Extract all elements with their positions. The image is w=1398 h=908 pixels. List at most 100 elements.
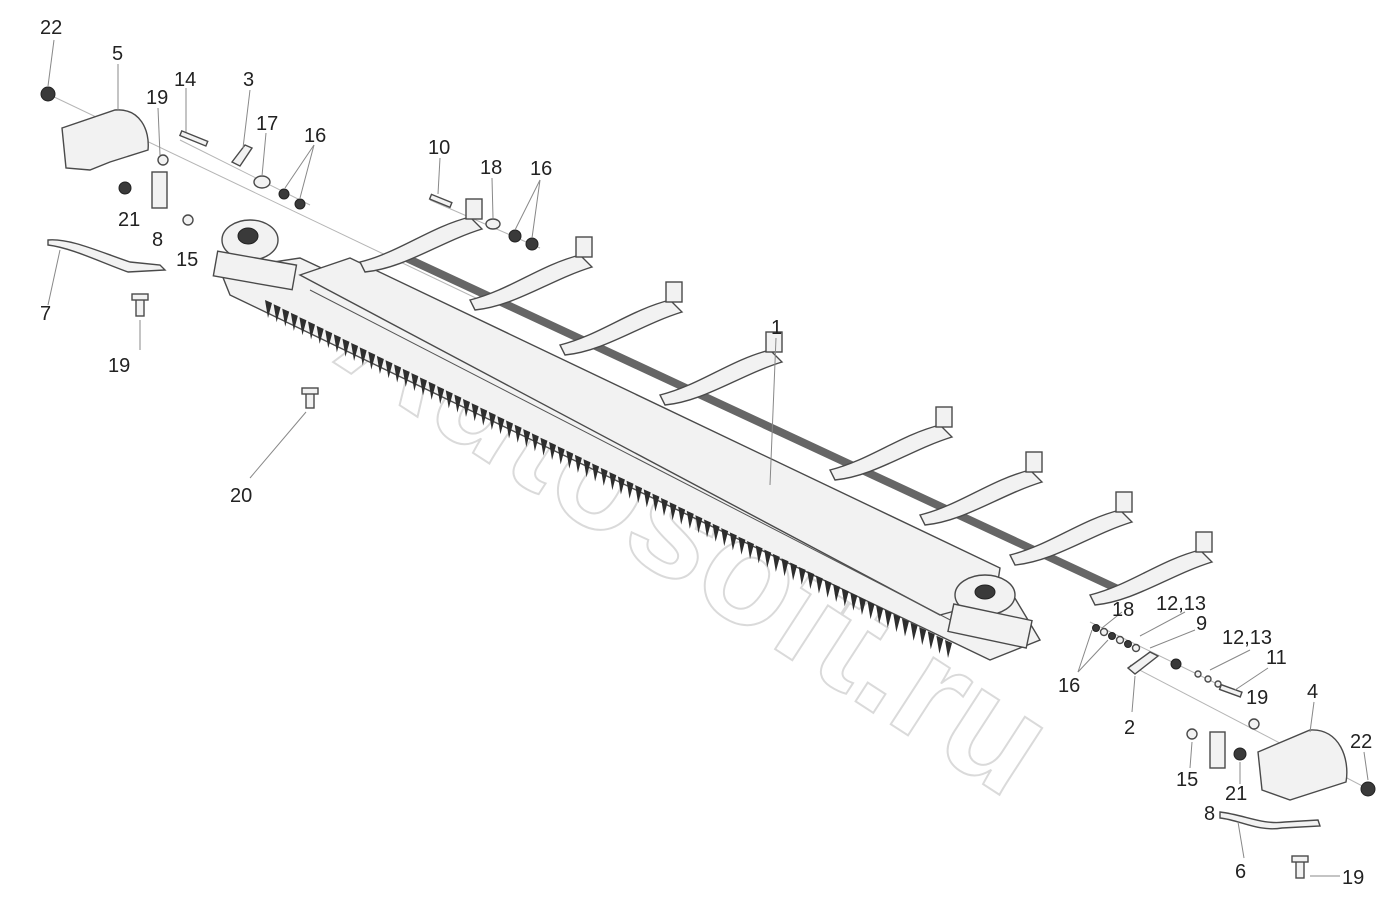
cutter-bar-assembly [212, 198, 1214, 661]
knife-tooth [833, 584, 841, 603]
plate-8-right [1209, 731, 1226, 769]
knife-tooth [514, 424, 522, 443]
callout-6: 6 [1235, 861, 1246, 883]
knife-tooth [695, 515, 703, 534]
bolt-20 [301, 387, 319, 409]
assembly-axis-bolt-10 [429, 199, 541, 249]
support-arm [558, 299, 684, 356]
callout-8-left: 8 [152, 229, 163, 251]
knife-tooth [290, 312, 298, 331]
knife-tooth [506, 420, 514, 439]
support-arm [828, 424, 954, 481]
washer-small [1108, 632, 1116, 640]
arm-head [665, 281, 683, 303]
knife-tooth [394, 364, 402, 383]
knife-tooth [781, 558, 789, 577]
arm-head [1025, 451, 1043, 473]
knife-tooth [678, 506, 686, 525]
support-arm [1088, 549, 1214, 606]
callout-1: 1 [771, 317, 782, 339]
knife-tooth [592, 463, 600, 482]
knife-tooth [712, 523, 720, 542]
knife-tooth [333, 334, 341, 353]
callout-19-top-left: 19 [146, 87, 168, 109]
arm-head [1115, 491, 1133, 513]
knife-tooth [772, 553, 780, 572]
callout-7: 7 [40, 303, 51, 325]
bracket-3 [230, 144, 254, 167]
callout-4: 4 [1307, 681, 1318, 703]
knife-tooth [488, 411, 496, 430]
callout-20: 20 [230, 485, 252, 507]
washer-small [1099, 627, 1109, 637]
knife-tooth [910, 622, 918, 641]
cover-4 [1257, 729, 1348, 801]
callout-14: 14 [174, 69, 196, 91]
callout-16-mid: 16 [530, 158, 552, 180]
knife-tooth [497, 416, 505, 435]
arm-head [465, 198, 483, 220]
knife-tooth [428, 381, 436, 400]
washer-18-top [485, 218, 501, 230]
washer-small [1131, 643, 1141, 653]
bolt-19-right-top [1248, 718, 1260, 730]
washer-small [1124, 640, 1132, 648]
divider-rod-6 [1219, 811, 1321, 830]
knife-tooth [523, 429, 531, 448]
callout-8-right: 8 [1204, 803, 1215, 825]
callout-19-left: 19 [108, 355, 130, 377]
knife-tooth [462, 398, 470, 417]
callout-15-left: 15 [176, 249, 198, 271]
knife-tooth [282, 308, 290, 327]
callout-9: 9 [1196, 613, 1207, 635]
bolt-10 [428, 193, 453, 209]
knife-tooth [454, 394, 462, 413]
knife-tooth [858, 596, 866, 615]
knife-tooth [583, 459, 591, 478]
leader-lines [47, 39, 1369, 877]
knife-tooth [445, 390, 453, 409]
knife-tooth [411, 373, 419, 392]
callout-15-right: 15 [1176, 769, 1198, 791]
knife-tooth [884, 609, 892, 628]
callout-3: 3 [243, 69, 254, 91]
knife-tooth [316, 325, 324, 344]
callout-16-right: 16 [1058, 675, 1080, 697]
support-arm [658, 349, 784, 406]
callout-5: 5 [112, 43, 123, 65]
knife-tooth [540, 437, 548, 456]
cover-5 [61, 109, 149, 171]
knife-tooth [566, 450, 574, 469]
knife-tooth [609, 472, 617, 491]
knife-tooth [893, 614, 901, 633]
arm-head [935, 406, 953, 428]
callout-18-top: 18 [480, 157, 502, 179]
callout-22-left: 22 [40, 17, 62, 39]
knife-tooth [798, 566, 806, 585]
knife-tooth [385, 360, 393, 379]
arm-head [575, 236, 593, 258]
callout-17: 17 [256, 113, 278, 135]
knife-tooth [419, 377, 427, 396]
knife-tooth [807, 571, 815, 590]
knife-tooth [368, 351, 376, 370]
knife-tooth [325, 330, 333, 349]
support-arm [918, 469, 1044, 526]
nut-21-right [1233, 747, 1247, 761]
knife-tooth [755, 545, 763, 564]
callout-12-13-lower: 12,13 [1222, 627, 1272, 649]
nut-16-mid-a [508, 229, 522, 243]
knife-tooth [945, 640, 952, 658]
knife-tooth [480, 407, 488, 426]
nut-16-top-a [278, 188, 290, 200]
knife-tooth [437, 386, 445, 405]
knife-tooth [686, 510, 694, 529]
callout-18-right: 18 [1112, 599, 1134, 621]
callout-16-top: 16 [304, 125, 326, 147]
support-tube [396, 251, 1124, 594]
bolt-19-right-bottom [1291, 855, 1309, 879]
callout-12-13-upper: 12,13 [1156, 593, 1206, 615]
knife-tooth [351, 343, 359, 362]
callout-2: 2 [1124, 717, 1135, 739]
